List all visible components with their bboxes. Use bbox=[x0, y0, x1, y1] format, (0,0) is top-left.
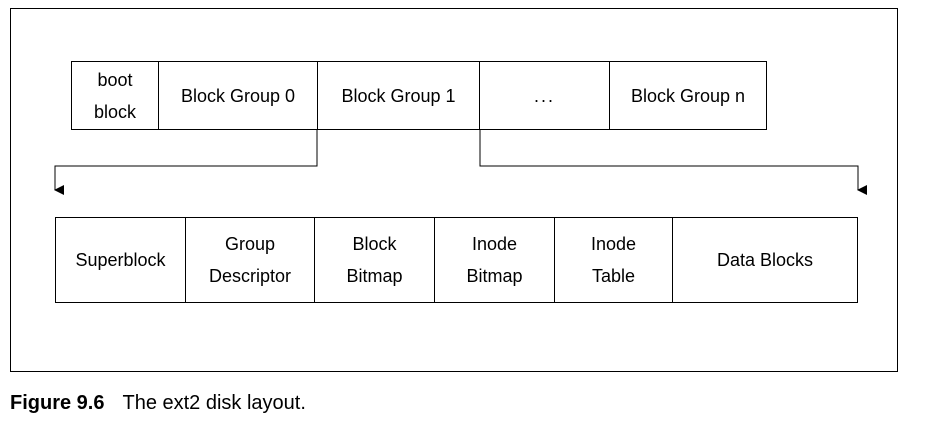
ellipsis-cell: ... bbox=[480, 62, 610, 129]
figure-number: Figure 9.6 bbox=[10, 392, 105, 414]
ellipsis-label: ... bbox=[533, 85, 555, 106]
block-group-1-cell: Block Group 1 bbox=[318, 62, 480, 129]
inode-bitmap-cell: Inode Bitmap bbox=[435, 218, 555, 302]
data-blocks-cell: Data Blocks bbox=[673, 218, 857, 302]
inode-table-cell: Inode Table bbox=[555, 218, 673, 302]
block-group-n-cell: Block Group n bbox=[610, 62, 766, 129]
disk-layout-row: boot block Block Group 0 Block Group 1 .… bbox=[71, 61, 767, 130]
block-group-1-label: Block Group 1 bbox=[341, 85, 456, 106]
group-descriptor-cell: Group Descriptor bbox=[186, 218, 315, 302]
figure-frame bbox=[10, 8, 898, 372]
superblock-cell: Superblock bbox=[56, 218, 186, 302]
data-blocks-label: Data Blocks bbox=[716, 250, 814, 270]
block-group-0-label: Block Group 0 bbox=[180, 85, 296, 106]
superblock-label: Superblock bbox=[75, 250, 166, 270]
caption-text: The ext2 disk layout. bbox=[122, 392, 306, 414]
block-group-0-cell: Block Group 0 bbox=[159, 62, 318, 129]
block-bitmap-label: Block Bitmap bbox=[346, 234, 403, 286]
group-descriptor-label: Group Descriptor bbox=[208, 234, 292, 286]
block-group-structure-row: Superblock Group Descriptor Block Bitmap… bbox=[55, 217, 858, 303]
boot-block-label: boot block bbox=[93, 69, 137, 122]
block-bitmap-cell: Block Bitmap bbox=[315, 218, 435, 302]
figure-caption: Figure 9.6 The ext2 disk layout. bbox=[10, 392, 306, 415]
block-group-n-label: Block Group n bbox=[630, 85, 746, 106]
boot-block-cell: boot block bbox=[72, 62, 159, 129]
inode-table-label: Inode Table bbox=[590, 234, 637, 286]
inode-bitmap-label: Inode Bitmap bbox=[466, 234, 523, 286]
